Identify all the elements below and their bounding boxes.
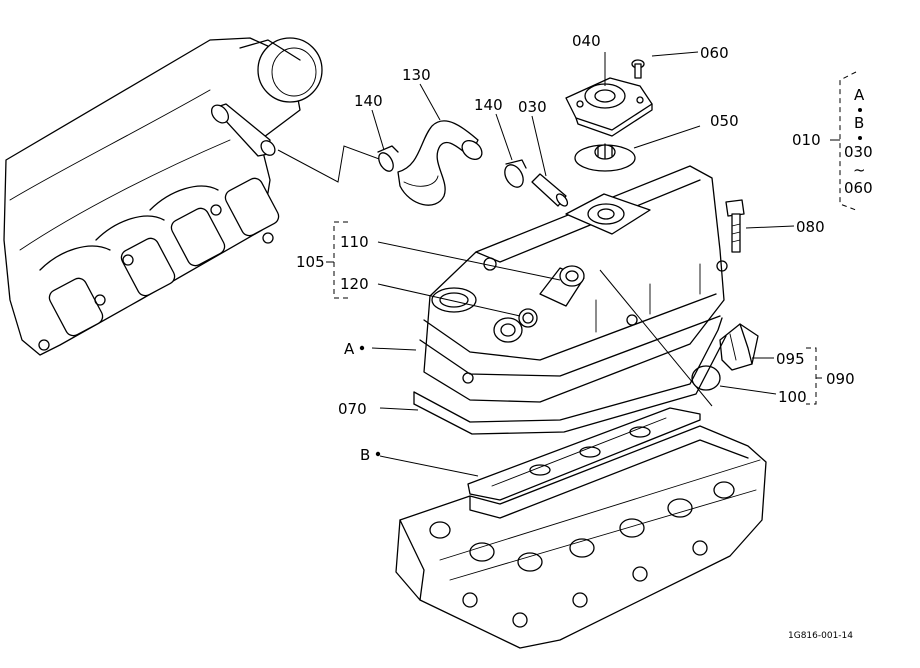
breather-hose-drawing (377, 120, 527, 206)
ref-label-a: A (344, 340, 355, 358)
label-040: 040 (572, 32, 601, 50)
legend-line-a: A (854, 86, 865, 104)
manifold-drawing (3, 37, 323, 356)
label-060: 060 (700, 44, 729, 62)
ref-a-dot (359, 345, 365, 351)
label-010: 010 (792, 131, 821, 149)
ref-label-b: B (360, 446, 370, 464)
label-095: 095 (776, 350, 805, 368)
cylinder-head-drawing (395, 425, 767, 649)
legend-tilde: ~ (853, 161, 866, 179)
legend-dot-1 (858, 108, 862, 112)
label-100: 100 (778, 388, 807, 406)
label-050: 050 (710, 112, 739, 130)
label-130: 130 (402, 66, 431, 84)
label-090: 090 (826, 370, 855, 388)
legend-line-030: 030 (844, 143, 873, 161)
drawing-code: 1G816-001-14 (788, 631, 853, 641)
head-gasket-drawing (467, 407, 701, 501)
bolt-080-drawing (725, 199, 745, 253)
group-brackets (326, 71, 857, 405)
oil-cap-drawing (691, 323, 759, 391)
breather-cover-drawing (565, 59, 653, 137)
label-140-left: 140 (354, 92, 383, 110)
pipe-030-drawing (531, 173, 569, 207)
label-070: 070 (338, 400, 367, 418)
diaphragm-drawing (574, 143, 636, 172)
gasket-070-drawing (413, 317, 727, 435)
head-cover-drawing (419, 165, 728, 403)
legend-dot-2 (858, 136, 862, 140)
connection-line (277, 145, 383, 183)
label-080: 080 (796, 218, 825, 236)
label-120: 120 (340, 275, 369, 293)
label-140-right: 140 (474, 96, 503, 114)
leader-lines (371, 51, 795, 477)
label-110: 110 (340, 233, 369, 251)
legend-line-060: 060 (844, 179, 873, 197)
label-030: 030 (518, 98, 547, 116)
label-105: 105 (296, 253, 325, 271)
ref-b-dot (375, 451, 381, 457)
legend-line-b: B (854, 114, 864, 132)
